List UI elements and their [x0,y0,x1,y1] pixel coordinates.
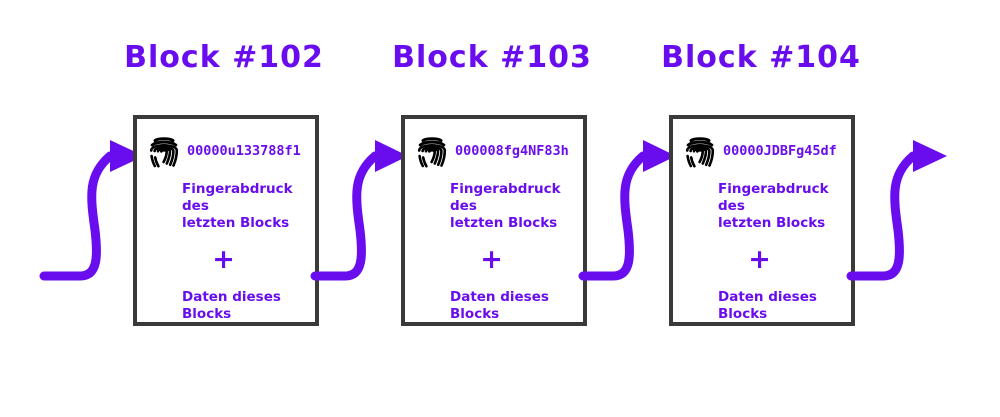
block-title-103: Block #103 [392,40,592,75]
block-hash-102: 00000u133788f1 [187,143,301,159]
chain-arrow-103-to-104 [578,140,676,281]
block-body-102: Fingerabdruck des letzten Blocks + Daten… [182,181,305,323]
chain-arrow-incoming [39,140,144,281]
chain-arrow-102-to-103 [310,140,408,281]
block-hash-103: 000008fg4NF83h [455,143,569,159]
block-card-102[interactable]: 00000u133788f1 Fingerabdruck des letzten… [133,115,319,326]
block-hash-row-103: 000008fg4NF83h [417,129,575,173]
plus-symbol-103: + [480,244,503,275]
block-hash-row-102: 00000u133788f1 [149,129,307,173]
fingerprint-icon [685,137,715,168]
block-hash-104: 00000JDBFg45df [723,143,837,159]
plus-symbol-104: + [748,244,771,275]
fingerprint-icon [417,137,447,168]
block-prev-hash-label-102: Fingerabdruck des letzten Blocks [182,181,293,231]
block-title-104: Block #104 [661,40,861,75]
plus-symbol-102: + [212,244,235,275]
block-body-103: Fingerabdruck des letzten Blocks + Daten… [450,181,573,323]
chain-arrow-outgoing [846,140,947,281]
block-data-label-104: Daten dieses Blocks [718,289,817,322]
block-hash-row-104: 00000JDBFg45df [685,129,843,173]
block-prev-hash-label-103: Fingerabdruck des letzten Blocks [450,181,561,231]
block-data-label-102: Daten dieses Blocks [182,289,281,322]
block-card-103[interactable]: 000008fg4NF83h Fingerabdruck des letzten… [401,115,587,326]
block-title-102: Block #102 [124,40,324,75]
block-card-104[interactable]: 00000JDBFg45df Fingerabdruck des letzten… [669,115,855,326]
fingerprint-icon [149,137,179,168]
block-body-104: Fingerabdruck des letzten Blocks + Daten… [718,181,841,323]
block-prev-hash-label-104: Fingerabdruck des letzten Blocks [718,181,829,231]
block-data-label-103: Daten dieses Blocks [450,289,549,322]
